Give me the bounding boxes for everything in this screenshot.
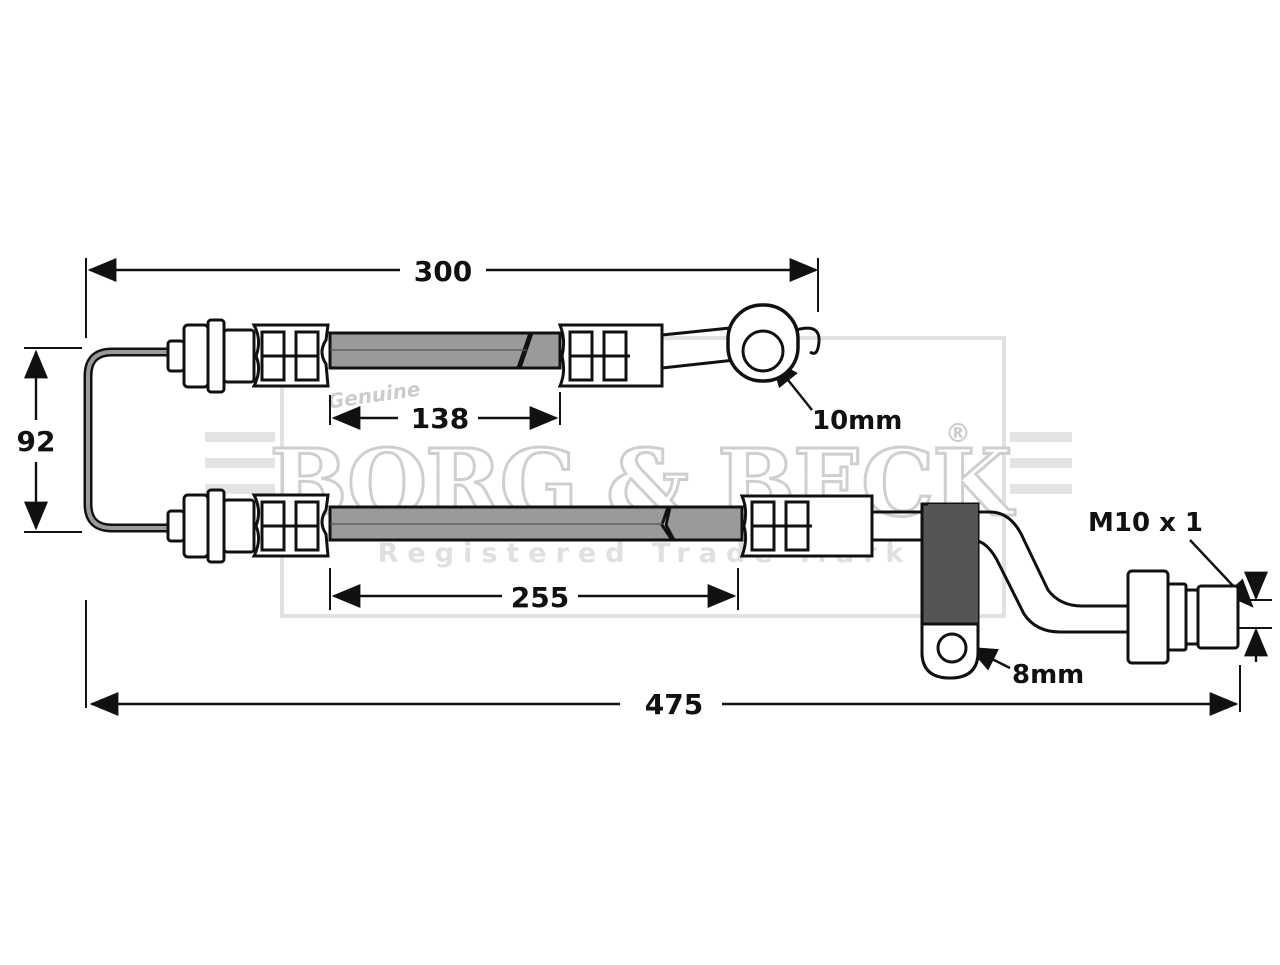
- label-thread: M10 x 1: [1088, 508, 1203, 538]
- dimension-lines: [24, 258, 1268, 716]
- dim-overall-length: 475: [645, 688, 703, 721]
- upper-hose: [166, 303, 821, 394]
- banjo-fitting: [726, 303, 821, 383]
- label-banjo-bore: 10mm: [812, 406, 902, 436]
- dim-height: 92: [17, 425, 56, 458]
- watermark-side-bars: [205, 432, 1072, 494]
- label-bracket-hole: 8mm: [1012, 660, 1084, 690]
- lower-left-fitting: [166, 488, 330, 564]
- watermark-script: Genuine: [326, 377, 422, 414]
- dim-upper-hose-length: 300: [414, 255, 472, 288]
- male-union: [1126, 569, 1240, 665]
- upper-left-fitting: [166, 318, 330, 394]
- mounting-bracket: [920, 502, 980, 680]
- lower-right-fitting: [739, 494, 874, 558]
- lower-hose: [166, 488, 1240, 680]
- upper-right-fitting: [557, 323, 664, 388]
- dim-upper-section: 138: [411, 402, 469, 435]
- watermark-trademark: ®: [945, 419, 971, 449]
- dim-lower-section: 255: [511, 581, 569, 614]
- metal-pipe-loop: [83, 347, 177, 533]
